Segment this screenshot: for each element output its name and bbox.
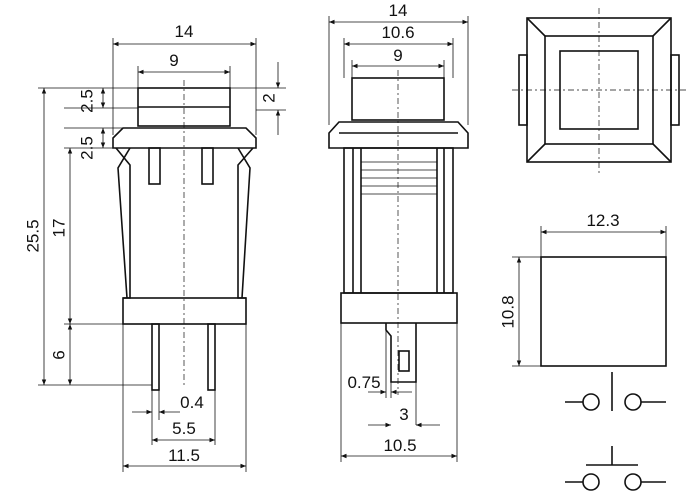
front-latch-right (201, 147, 214, 185)
side-view: 14 10.6 9 0.75 3 10.5 (328, 1, 469, 462)
dim-front-pin-thickness: 0.4 (180, 393, 204, 412)
side-cap (351, 77, 445, 121)
cutout-rect (540, 256, 667, 367)
dim-front-cap-width: 9 (169, 51, 178, 70)
dim-cutout-height: 10.8 (498, 295, 517, 328)
dim-front-cap-height: 2.5 (77, 89, 96, 113)
dim-front-top-offset: 2 (259, 93, 278, 102)
dim-front-pin-length: 6 (49, 350, 68, 359)
dim-front-total-height: 25.5 (23, 219, 42, 252)
front-base (122, 297, 247, 325)
panel-cutout: 12.3 10.8 (498, 211, 667, 367)
side-terminal-hole (398, 350, 410, 372)
side-terminal (385, 323, 417, 383)
dim-side-body-width: 10.6 (381, 23, 414, 42)
dim-cutout-width: 12.3 (586, 211, 619, 230)
dim-front-flange-height: 2.5 (77, 136, 96, 160)
dim-side-terminal-offset: 0.75 (347, 373, 380, 392)
switch-symbol-normally-open (565, 372, 666, 411)
dim-front-total-width: 14 (175, 22, 194, 41)
top-view (512, 8, 686, 175)
dim-side-total-width: 14 (389, 1, 408, 20)
dim-side-base-width: 10.5 (383, 436, 416, 455)
side-flange (328, 121, 469, 149)
switch-symbol-normally-closed (565, 446, 666, 491)
front-pin-right (207, 323, 216, 391)
side-base (340, 292, 458, 324)
front-view: 14 9 2 2.5 2.5 25.5 17 6 (23, 22, 286, 472)
front-right-leg-inner (237, 147, 251, 299)
front-pin-left (151, 323, 160, 391)
dim-front-body-height: 17 (49, 219, 68, 238)
front-right-leg (237, 147, 254, 299)
dim-front-base-width: 11.5 (168, 446, 200, 465)
front-left-leg-inner (117, 147, 131, 299)
dim-front-pin-pitch: 5.5 (172, 419, 196, 438)
front-flange (112, 127, 257, 149)
dim-side-cap-width: 9 (393, 46, 402, 65)
dim-side-terminal-width: 3 (399, 405, 408, 424)
front-latch-left (148, 147, 161, 185)
